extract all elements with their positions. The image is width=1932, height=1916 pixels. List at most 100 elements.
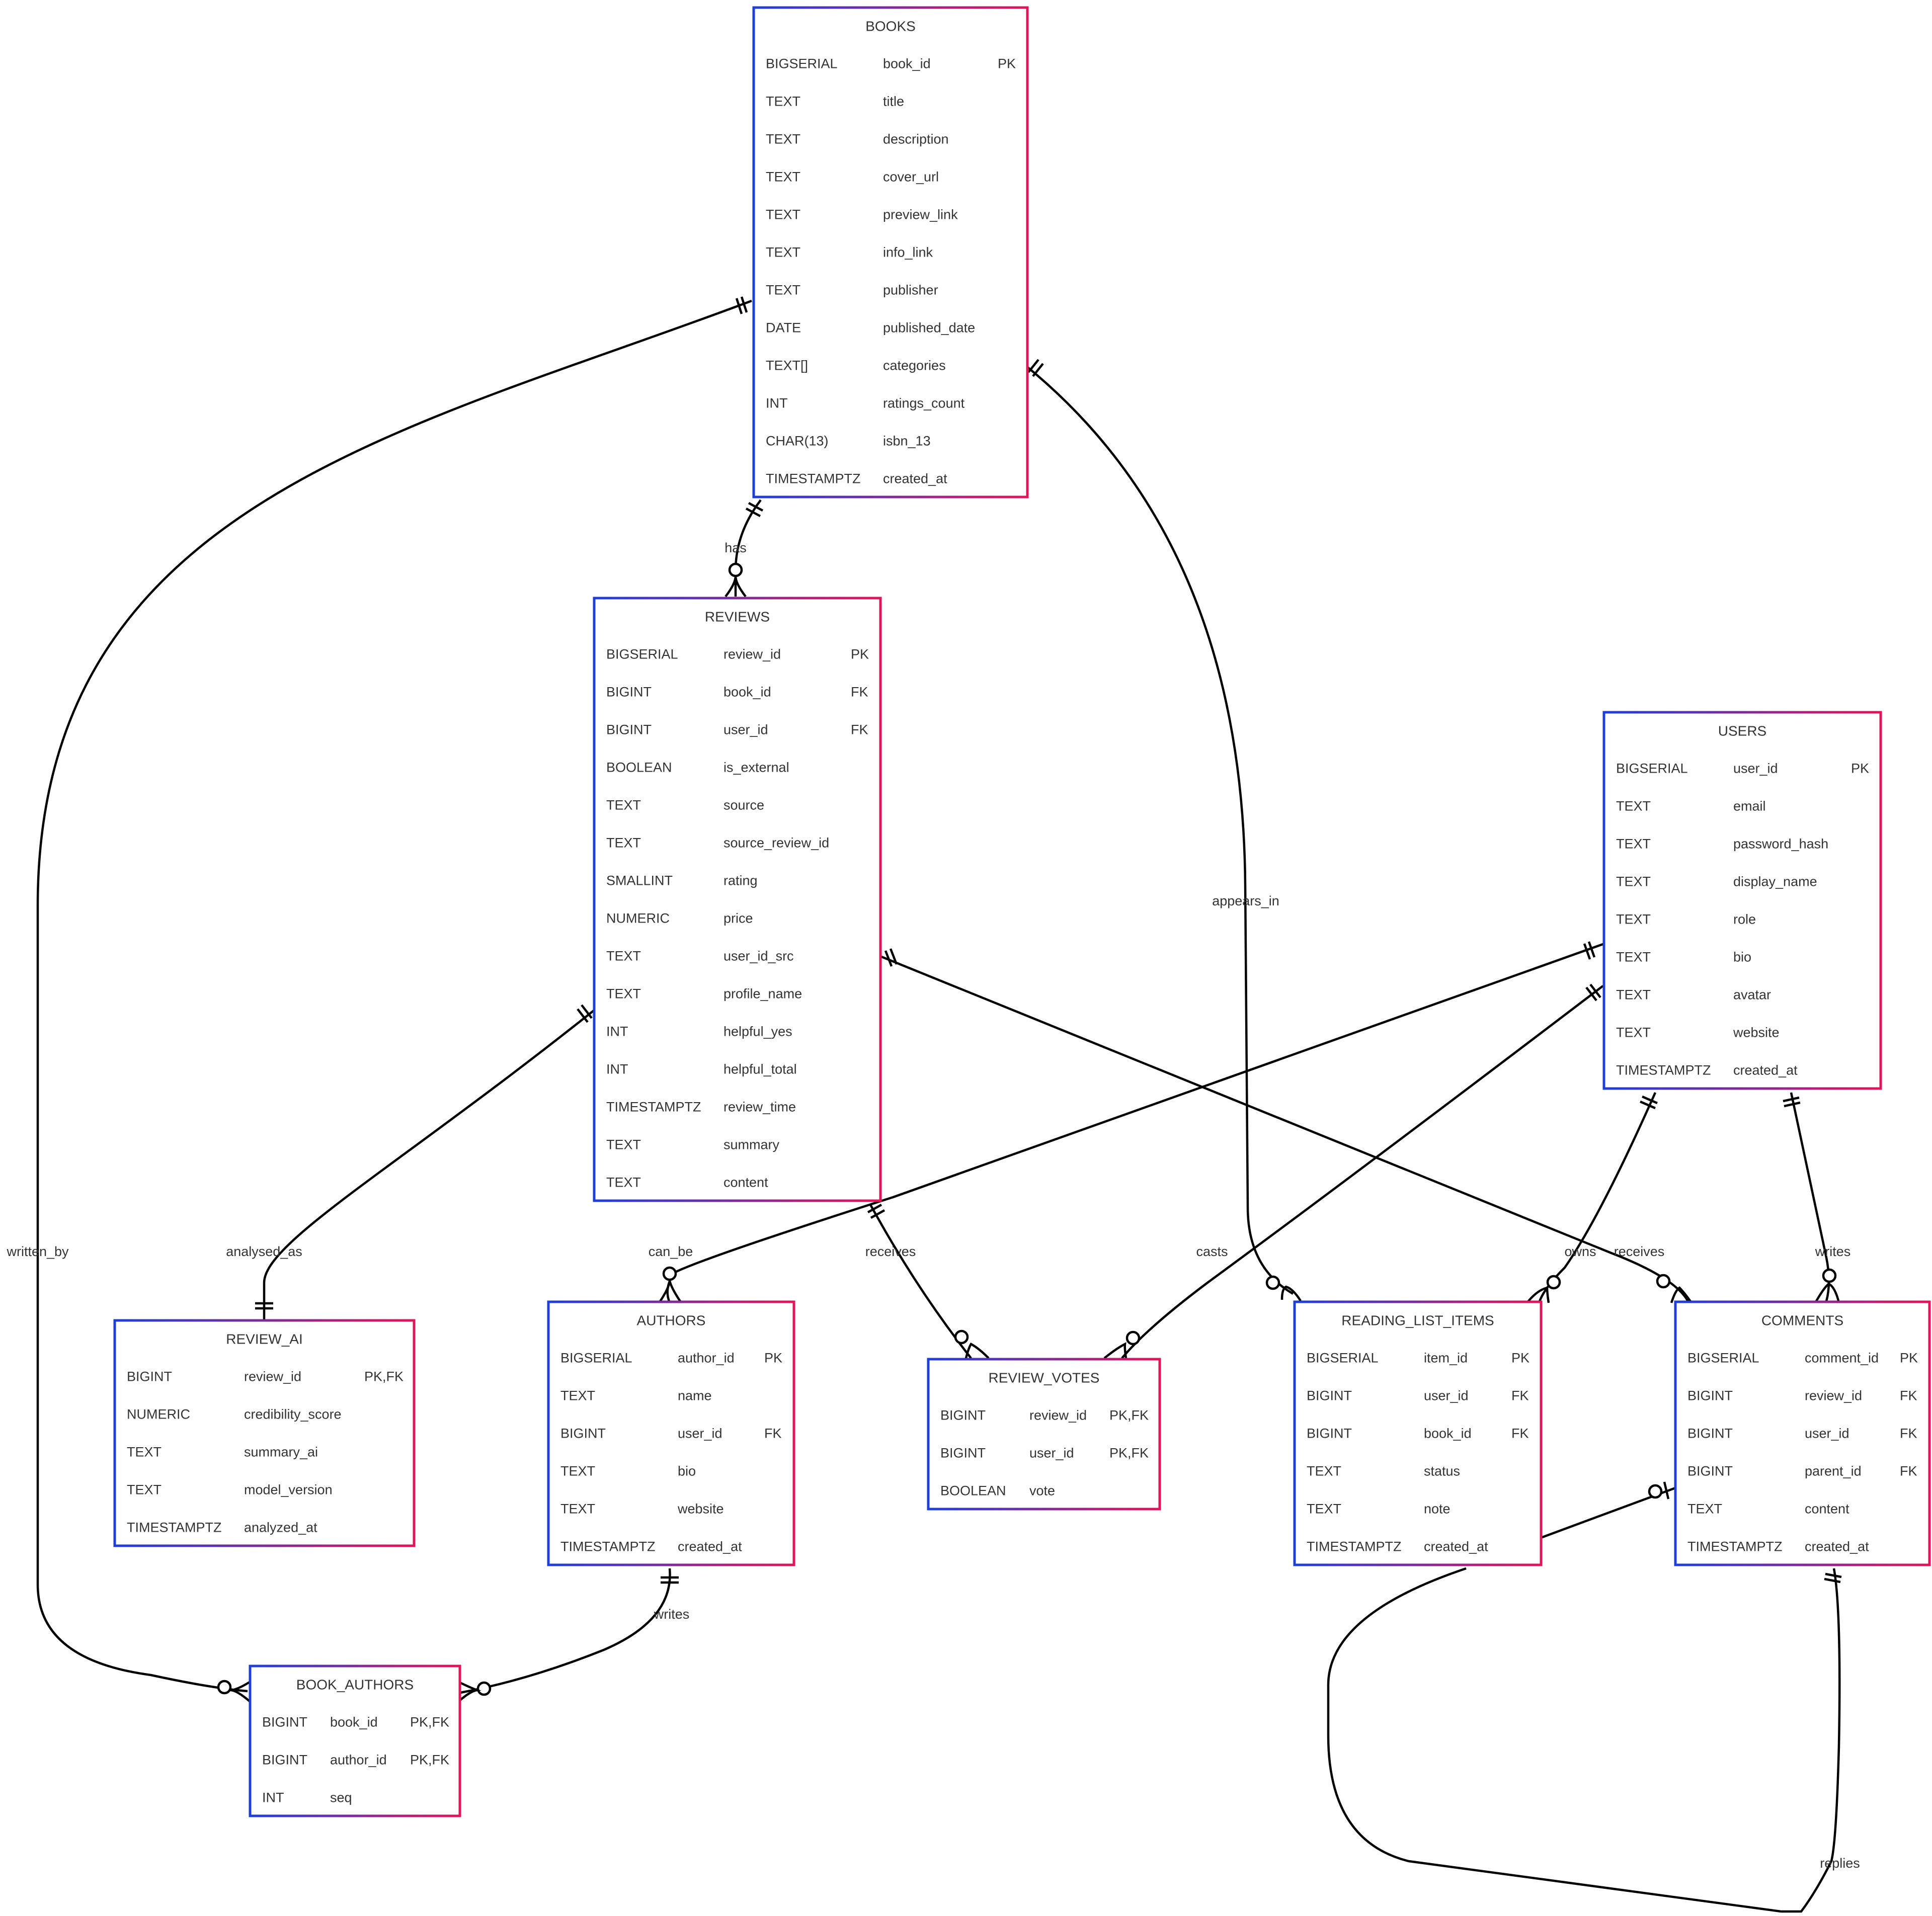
attribute-name: website	[677, 1502, 724, 1517]
attribute-type: TIMESTAMPTZ	[1687, 1539, 1783, 1554]
attribute-type: INT	[766, 396, 788, 411]
attribute-type: TEXT	[766, 170, 800, 185]
attribute-type: TEXT	[766, 132, 800, 147]
attribute-type: TEXT	[606, 949, 641, 964]
attribute-name: parent_id	[1805, 1464, 1862, 1479]
attribute-type: BOOLEAN	[940, 1483, 1006, 1498]
attribute-type: TEXT	[127, 1482, 162, 1497]
attribute-name: user_id	[1029, 1446, 1074, 1461]
rel-reviews-comments: receives	[881, 948, 1693, 1304]
rel-label-written_by: written_by	[6, 1244, 69, 1259]
attribute-name: review_id	[1029, 1408, 1087, 1423]
attribute-key: FK	[1900, 1426, 1917, 1441]
attribute-type: NUMERIC	[606, 911, 670, 926]
attribute-type: TEXT	[1616, 950, 1651, 965]
attribute-name: name	[678, 1388, 712, 1403]
attribute-name: analyzed_at	[244, 1520, 317, 1535]
attribute-row: INT seq	[250, 1777, 460, 1816]
attribute-name: display_name	[1733, 874, 1817, 889]
attribute-type: BIGSERIAL	[766, 56, 838, 71]
attribute-type: TIMESTAMPTZ	[127, 1520, 222, 1535]
attribute-row: TEXT display_name	[1604, 861, 1881, 900]
attribute-name: helpful_total	[723, 1062, 797, 1077]
attribute-type: TIMESTAMPTZ	[606, 1100, 701, 1115]
attribute-name: comment_id	[1805, 1351, 1879, 1366]
attribute-row: TEXT source	[594, 784, 880, 823]
attribute-name: seq	[330, 1790, 352, 1805]
attribute-name: source	[723, 798, 764, 813]
attribute-name: categories	[883, 358, 946, 373]
attribute-name: status	[1424, 1464, 1460, 1479]
attribute-name: role	[1733, 912, 1756, 927]
attribute-type: TEXT	[606, 798, 641, 813]
attribute-name: vote	[1029, 1483, 1055, 1498]
rel-label-writes-2: writes	[654, 1607, 690, 1622]
attribute-type: TEXT	[766, 245, 800, 260]
attribute-key: FK	[1900, 1388, 1917, 1403]
attribute-key: PK,FK	[364, 1369, 404, 1384]
attribute-name: rating	[723, 873, 758, 888]
rel-books-reading_list_items: appears_in	[1025, 359, 1302, 1302]
attribute-name: item_id	[1424, 1351, 1468, 1366]
attribute-row: TEXT note	[1295, 1488, 1541, 1527]
attribute-name: created_at	[678, 1539, 742, 1554]
attribute-type: BIGINT	[262, 1753, 307, 1768]
entity-title: BOOK_AUTHORS	[296, 1677, 414, 1693]
attribute-key: FK	[1511, 1388, 1529, 1403]
attribute-type: INT	[606, 1024, 628, 1039]
attribute-type: BOOLEAN	[606, 760, 672, 775]
attribute-type: TEXT	[1307, 1502, 1341, 1517]
attribute-type: BIGINT	[940, 1446, 986, 1461]
attribute-type: BIGINT	[940, 1408, 986, 1423]
attribute-name: preview_link	[883, 207, 958, 222]
attribute-type: TEXT	[127, 1445, 162, 1460]
attribute-name: credibility_score	[244, 1407, 342, 1422]
attribute-key: PK,FK	[1109, 1446, 1149, 1461]
attribute-type: TEXT	[606, 1137, 641, 1152]
attribute-row: INT helpful_yes	[594, 1011, 880, 1050]
attribute-type: TEXT	[1616, 874, 1651, 889]
attribute-name: review_id	[244, 1369, 301, 1384]
attribute-type: BIGSERIAL	[1687, 1351, 1759, 1366]
attribute-name: helpful_yes	[723, 1024, 792, 1039]
attribute-name: note	[1424, 1502, 1451, 1517]
attribute-type: TEXT	[606, 986, 641, 1002]
attribute-key: PK	[1511, 1351, 1530, 1366]
rel-label-appears_in: appears_in	[1212, 893, 1279, 908]
attribute-row: TIMESTAMPTZ created_at	[1295, 1526, 1541, 1565]
attribute-key: FK	[1511, 1426, 1529, 1441]
entity-title: BOOKS	[865, 19, 916, 34]
attribute-type: TEXT	[1616, 837, 1651, 852]
attribute-name: book_id	[723, 685, 771, 700]
rel-books-reviews: has	[725, 499, 764, 598]
entity-title: REVIEW_AI	[226, 1331, 302, 1347]
attribute-type: TIMESTAMPTZ	[1307, 1539, 1402, 1554]
attribute-name: user_id	[1805, 1426, 1849, 1441]
attribute-name: created_at	[1424, 1539, 1488, 1554]
attribute-type: BIGINT	[606, 685, 652, 700]
attribute-type: INT	[262, 1790, 284, 1805]
